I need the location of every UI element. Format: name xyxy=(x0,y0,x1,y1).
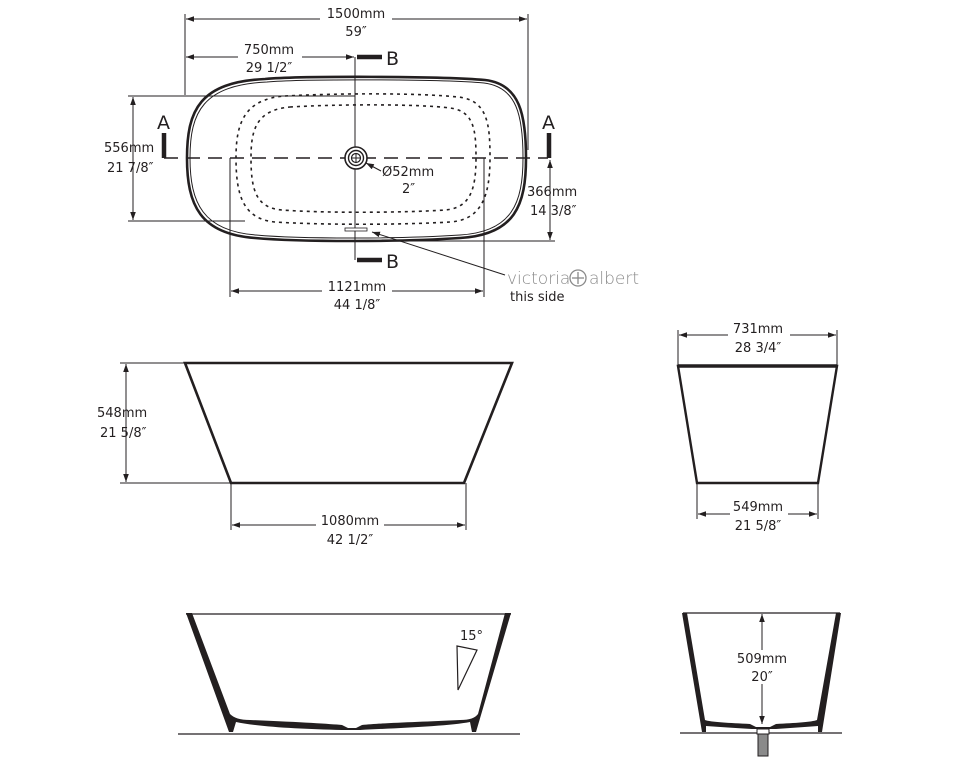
brand-leader xyxy=(371,231,506,276)
end-elevation: 731mm 28 3/4″ 549mm 21 5/8″ xyxy=(676,320,839,534)
top-width-mm: 731mm xyxy=(733,322,783,337)
side-elevation-outline xyxy=(183,361,514,485)
waste-fitting-icon xyxy=(756,728,770,735)
brand-note-text: this side xyxy=(510,290,565,305)
plan-view: 1500mm 59″ 750mm 29 1/2″ B B A A xyxy=(104,5,639,313)
section-a-view: 15° xyxy=(178,613,520,735)
section-a-label-left: A xyxy=(157,112,170,134)
section-a-label-right: A xyxy=(542,112,555,134)
height-in: 21 5/8″ xyxy=(100,426,147,441)
angle-indicator-icon xyxy=(456,645,478,691)
internal-depth-in: 20″ xyxy=(751,670,773,685)
base-width-mm: 549mm xyxy=(733,500,783,515)
brand-note: victoria albert this side xyxy=(507,269,639,305)
top-width-in: 28 3/4″ xyxy=(735,341,782,356)
overall-length-in: 59″ xyxy=(345,25,367,40)
section-a-profile xyxy=(186,613,511,732)
waste-pipe-icon xyxy=(757,733,769,757)
overall-width-in: 21 7/8″ xyxy=(107,161,154,176)
half-width-mm: 366mm xyxy=(527,185,577,200)
brand-plus-logo-icon xyxy=(569,269,587,287)
internal-depth-mm: 509mm xyxy=(737,652,787,667)
height-mm: 548mm xyxy=(97,406,147,421)
waste-leader xyxy=(365,162,382,172)
overflow-icon xyxy=(344,227,368,232)
waste-outlet-icon xyxy=(344,146,368,170)
section-b-label-bottom: B xyxy=(386,251,399,273)
half-length-in: 29 1/2″ xyxy=(246,61,293,76)
wall-angle: 15° xyxy=(460,629,483,644)
end-elevation-outline xyxy=(676,364,839,485)
brand-name-left: victoria xyxy=(507,269,570,289)
inner-length-mm: 1121mm xyxy=(328,280,386,295)
side-elevation: 548mm 21 5/8″ 1080mm 42 1/2″ xyxy=(97,361,514,548)
waste-diameter-mm: Ø52mm xyxy=(382,165,434,180)
half-length-mm: 750mm xyxy=(244,43,294,58)
overall-width-mm: 556mm xyxy=(104,141,154,156)
section-b-label-top: B xyxy=(386,48,399,70)
waste-diameter-in: 2″ xyxy=(402,182,415,197)
section-b-view: 509mm 20″ xyxy=(680,612,842,757)
overall-length-mm: 1500mm xyxy=(327,7,385,22)
base-width-in: 21 5/8″ xyxy=(735,519,782,534)
basin-outline-inner xyxy=(250,104,477,214)
brand-name-right: albert xyxy=(589,269,639,289)
half-width-in: 14 3/8″ xyxy=(530,204,577,219)
base-length-mm: 1080mm xyxy=(321,514,379,529)
inner-length-in: 44 1/8″ xyxy=(334,298,381,313)
base-length-in: 42 1/2″ xyxy=(327,533,374,548)
